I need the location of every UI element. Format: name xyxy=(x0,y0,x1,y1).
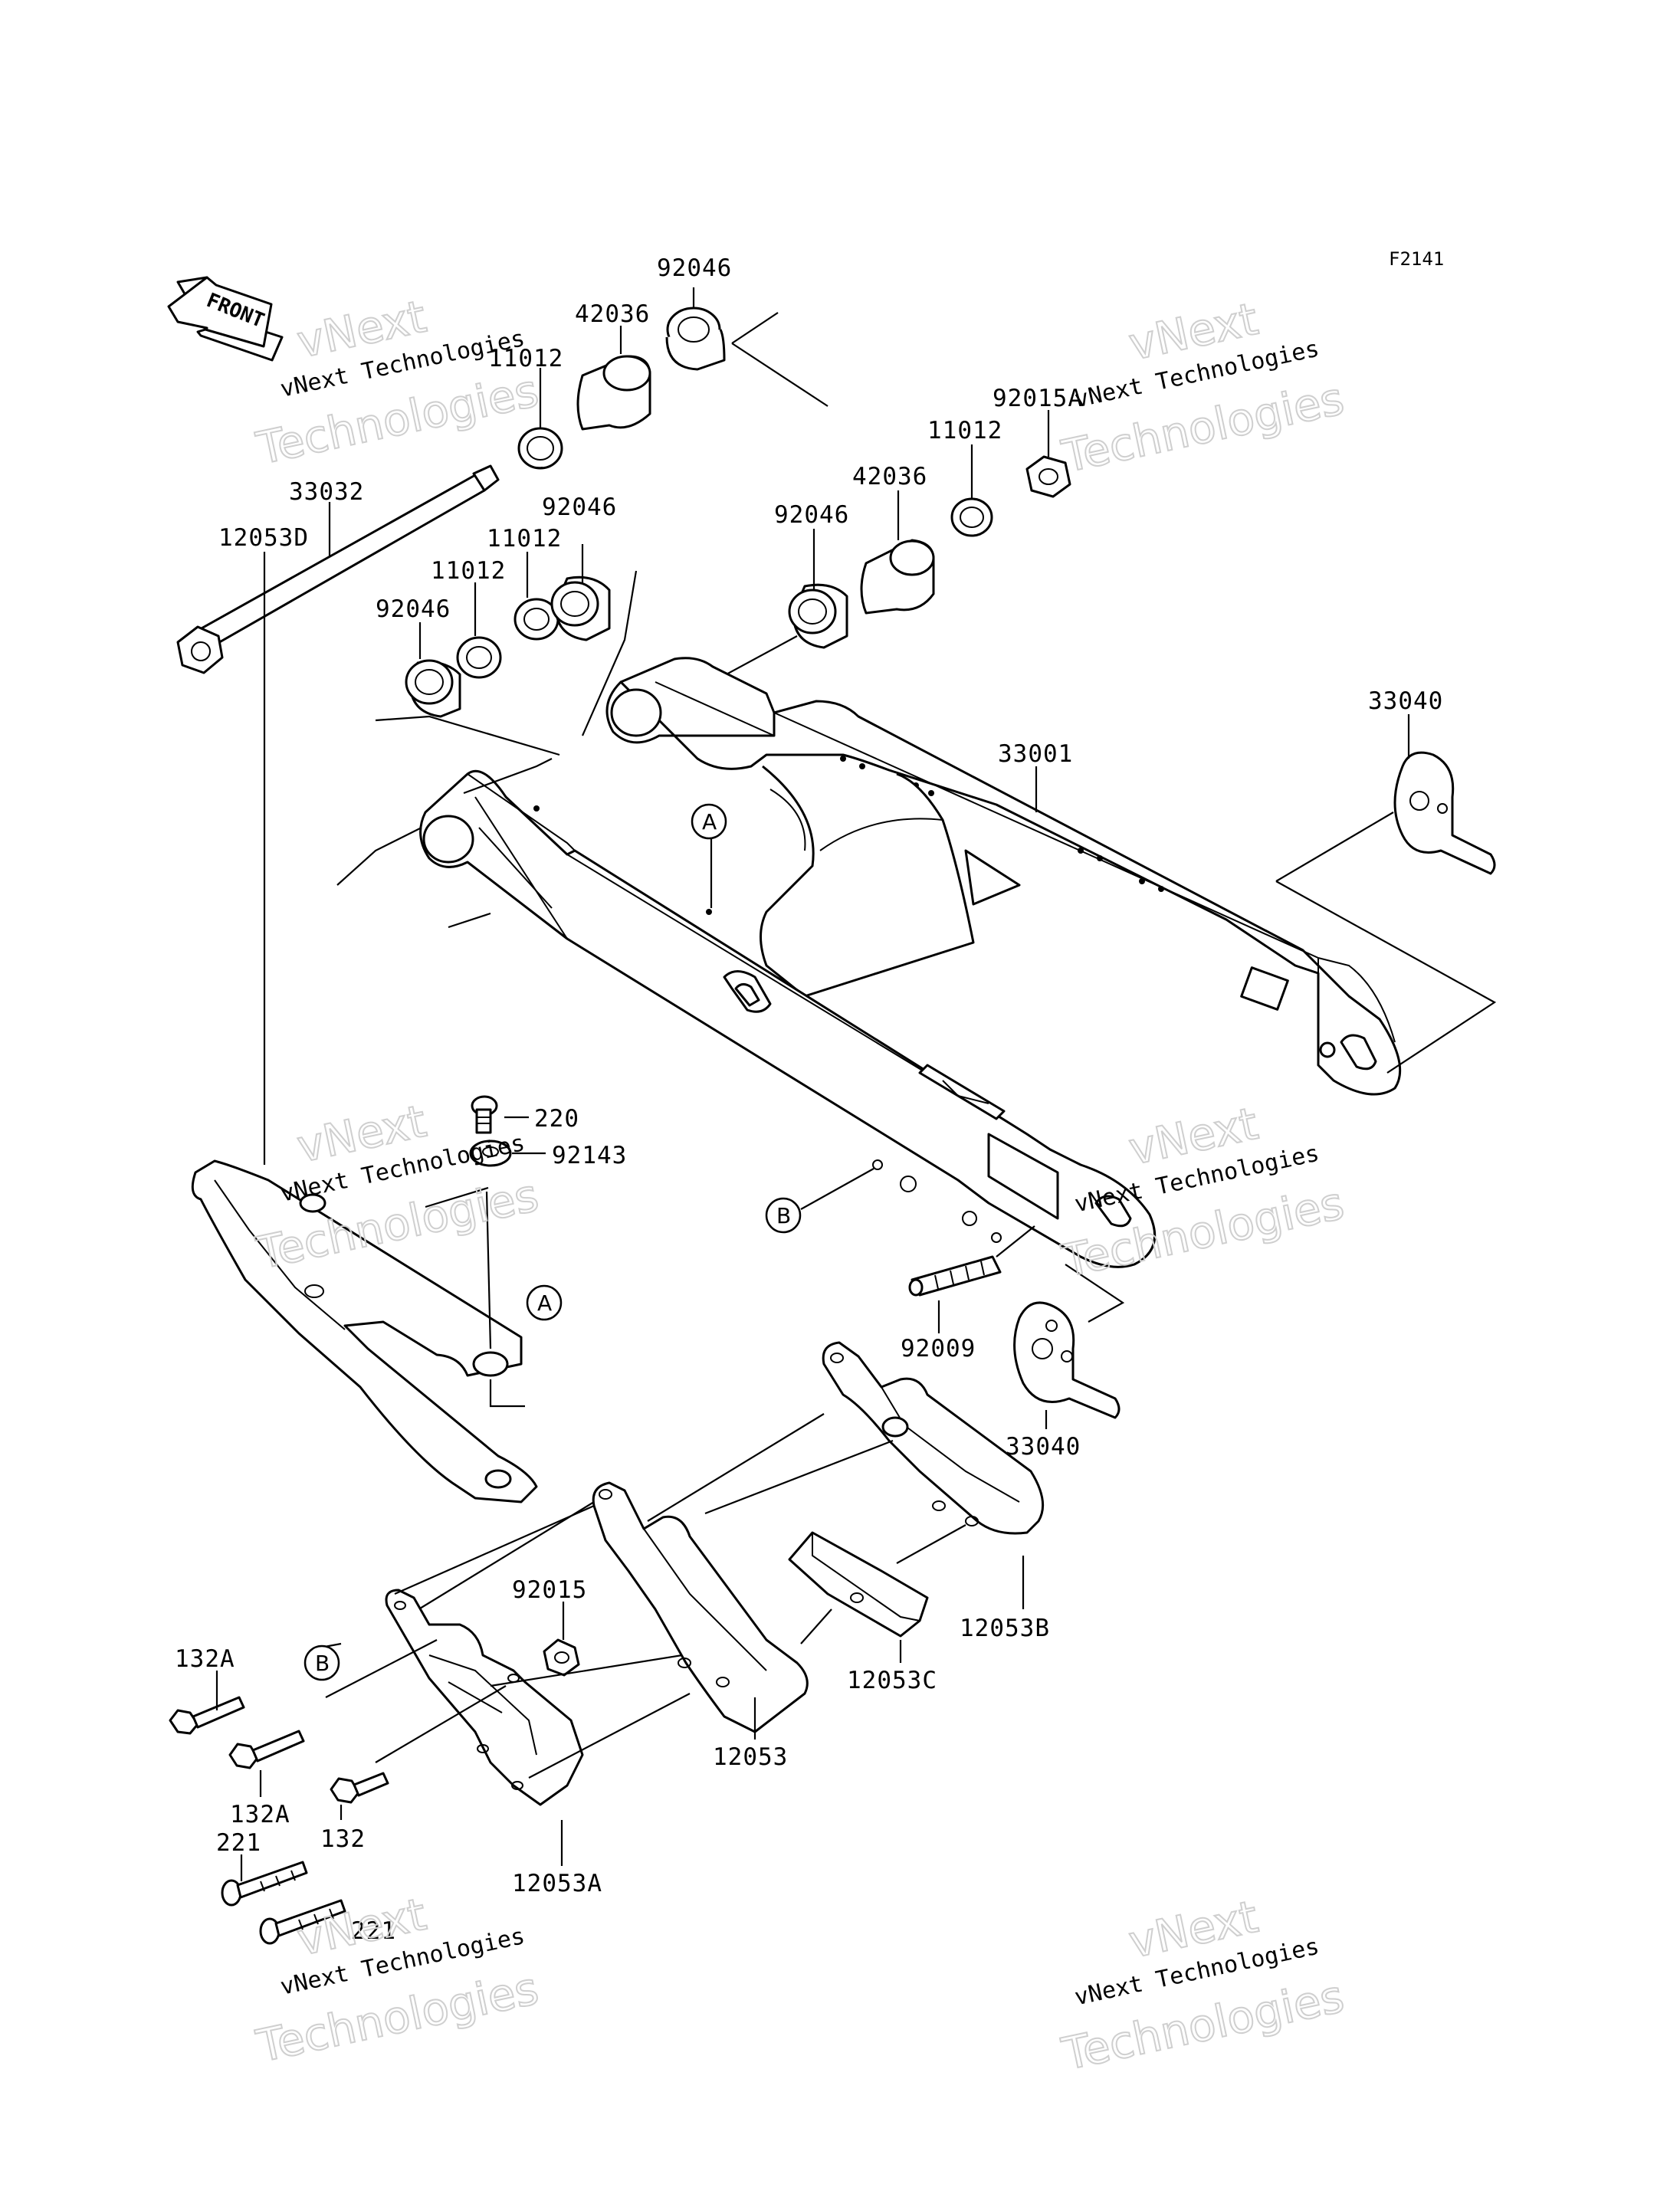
label-11012: 11012 xyxy=(927,417,1002,444)
label-12053A: 12053A xyxy=(512,1870,602,1897)
guide-line xyxy=(731,343,829,407)
seal-11012-mid1 xyxy=(456,636,502,679)
guide-line xyxy=(647,1413,825,1522)
guide-line xyxy=(463,758,553,795)
label-33032: 33032 xyxy=(289,478,364,506)
guide-line xyxy=(1275,880,1497,1074)
guide-line xyxy=(485,1191,492,1349)
bearing-92046-mid xyxy=(550,575,611,641)
label-33040: 33040 xyxy=(1006,1433,1081,1461)
label-33040: 33040 xyxy=(1368,687,1443,715)
label-92015A: 92015A xyxy=(993,385,1083,412)
label-92046: 92046 xyxy=(657,254,732,282)
bearing-92046-left xyxy=(405,659,461,718)
seal-11012-right xyxy=(950,497,993,537)
guide-line xyxy=(490,1654,683,1687)
label-92009: 92009 xyxy=(901,1335,976,1362)
guide-line xyxy=(704,1439,894,1515)
collar-42036-right xyxy=(860,539,935,615)
guide-line xyxy=(896,1524,966,1564)
guide-line xyxy=(375,715,560,756)
chain-adjuster-33040-top xyxy=(1393,751,1496,875)
label-132: 132 xyxy=(320,1825,366,1853)
label-221: 221 xyxy=(351,1917,396,1945)
bolt-132 xyxy=(330,1772,389,1804)
screw-221-1 xyxy=(221,1861,308,1907)
nut-92015A xyxy=(1025,455,1071,498)
guide-line xyxy=(996,1225,1035,1258)
watermark-bottom-left: vNext vNext Technologies Technologies xyxy=(251,1887,544,2074)
guide-line xyxy=(489,1379,525,1408)
svg-text:B: B xyxy=(776,1203,791,1228)
guide-line xyxy=(336,827,422,886)
guide-line xyxy=(581,570,638,736)
washer-92143 xyxy=(469,1139,512,1167)
guide-line xyxy=(528,1693,691,1779)
svg-text:A: A xyxy=(537,1290,552,1316)
label-92015: 92015 xyxy=(512,1576,587,1604)
svg-text:A: A xyxy=(702,809,717,835)
guide-line xyxy=(731,312,779,344)
guide-line xyxy=(800,1168,874,1210)
label-11012: 11012 xyxy=(431,557,506,585)
guide-line xyxy=(375,1685,507,1763)
guide-plate-12053A xyxy=(385,1589,584,1806)
seal-11012-top xyxy=(517,427,563,470)
label-92143: 92143 xyxy=(552,1142,627,1169)
label-12053: 12053 xyxy=(713,1743,788,1771)
front-arrow-icon: FRONT xyxy=(167,276,284,362)
bolt-132A-1 xyxy=(169,1696,245,1735)
guide-line xyxy=(800,1608,832,1644)
bearing-92046-top xyxy=(665,307,726,371)
label-33001: 33001 xyxy=(998,740,1073,768)
screw-221-2 xyxy=(259,1899,346,1945)
chain-guide-12053B xyxy=(822,1341,1045,1535)
callout-a-top: A xyxy=(691,803,727,840)
chain-guide-12053 xyxy=(592,1481,809,1733)
swingarm-33001 xyxy=(419,657,1402,1268)
watermark-bottom-right: vNext vNext Technologies Technologies xyxy=(1057,1890,1350,2081)
label-12053B: 12053B xyxy=(960,1615,1050,1642)
guide-line xyxy=(1275,812,1394,882)
watermark-top-right: vNext vNext Technologies Technologies xyxy=(1057,292,1350,484)
watermark-top-left: vNext vNext Technologies Technologies xyxy=(251,290,544,476)
label-11012: 11012 xyxy=(487,525,562,553)
callout-b-top: B xyxy=(765,1197,802,1234)
chain-adjuster-33040-bottom xyxy=(1013,1301,1121,1419)
label-220: 220 xyxy=(534,1105,579,1133)
guide-line xyxy=(325,1639,438,1698)
label-92046: 92046 xyxy=(376,595,451,623)
svg-text:B: B xyxy=(315,1651,330,1676)
leader-lines xyxy=(215,287,1410,1881)
label-42036: 42036 xyxy=(852,463,927,490)
stud-92009 xyxy=(908,1255,1002,1297)
callout-a-bottom: A xyxy=(526,1284,563,1321)
callout-b-bottom: B xyxy=(304,1644,340,1681)
part-labels: 92046 42036 11012 33032 92046 11012 1101… xyxy=(175,254,1443,1945)
bearing-92046-right xyxy=(788,583,848,649)
label-221: 221 xyxy=(216,1829,261,1857)
figure-code: F2141 xyxy=(1389,248,1444,270)
screw-220 xyxy=(471,1095,498,1134)
collar-42036-top xyxy=(576,355,651,431)
guide-line xyxy=(394,1504,595,1595)
label-132A: 132A xyxy=(175,1645,235,1673)
label-12053C: 12053C xyxy=(847,1667,937,1694)
label-11012: 11012 xyxy=(488,345,563,372)
bolt-132A-2 xyxy=(228,1730,305,1769)
label-92046: 92046 xyxy=(774,501,849,529)
pivot-shaft-33032 xyxy=(176,464,500,674)
chain-slider-12053D xyxy=(191,1159,538,1503)
nut-92015 xyxy=(543,1638,580,1677)
label-42036: 42036 xyxy=(575,300,650,328)
label-92046: 92046 xyxy=(542,494,617,521)
guide-line xyxy=(405,1501,595,1618)
guide-line xyxy=(1065,1264,1125,1323)
label-12053D: 12053D xyxy=(218,524,309,552)
slider-block-12053C xyxy=(788,1531,929,1638)
label-132A: 132A xyxy=(230,1801,290,1828)
